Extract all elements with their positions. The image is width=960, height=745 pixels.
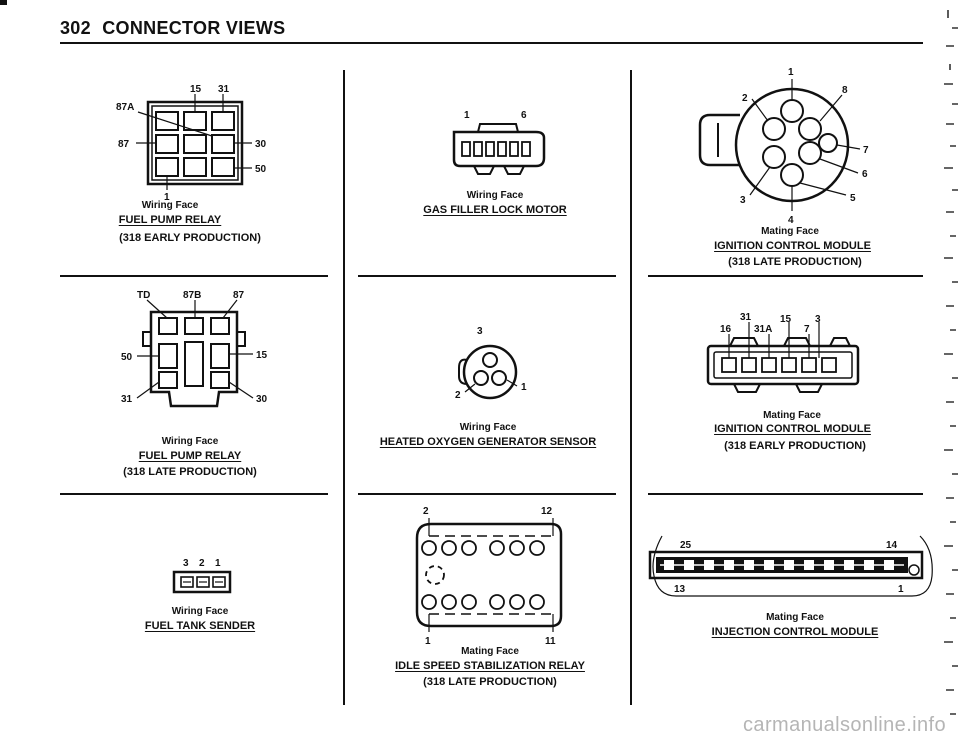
pin-label: 2 <box>455 390 461 401</box>
pin-label: 7 <box>863 145 869 156</box>
panel-production-note: (318 EARLY PRODUCTION) <box>119 232 261 244</box>
injection-control-module-connector: 25 14 13 1 <box>648 535 933 597</box>
pin-label: 1 <box>425 636 431 647</box>
pin-label: 30 <box>255 139 267 150</box>
heated-oxygen-generator-sensor-connector: 3 2 1 <box>455 326 527 401</box>
panel-production-note: (318 LATE PRODUCTION) <box>123 466 257 478</box>
pin-label: 15 <box>190 84 202 95</box>
pin-label: 3 <box>815 314 821 325</box>
ignition-control-module-late-connector: 1 2 8 7 6 5 3 4 <box>698 67 869 226</box>
pin-label: TD <box>137 290 150 301</box>
pin-label: 7 <box>804 324 810 335</box>
panel-production-note: (318 LATE PRODUCTION) <box>423 676 557 688</box>
pin-label: 2 <box>199 558 205 569</box>
pin-label: 16 <box>720 324 732 335</box>
header-rule <box>60 42 923 44</box>
pin-label: 1 <box>464 110 470 121</box>
panel-face-label: Mating Face <box>461 646 519 657</box>
page-header: 302 CONNECTOR VIEWS <box>60 18 285 39</box>
panel-face-label: Mating Face <box>766 612 824 623</box>
panel-face-label: Wiring Face <box>466 190 524 201</box>
pin-label: 14 <box>886 540 898 551</box>
pin-label: 15 <box>780 314 792 325</box>
ignition-control-module-early-connector: 31 15 3 16 31A 7 <box>706 312 860 393</box>
row-divider-1-col-2 <box>358 275 616 277</box>
pin-label: 30 <box>256 394 268 405</box>
panel-component-name: INJECTION CONTROL MODULE <box>711 626 879 638</box>
pin-label: 25 <box>680 540 692 551</box>
panel-component-name: IDLE SPEED STABILIZATION RELAY <box>395 660 585 672</box>
pin-label: 1 <box>215 558 221 569</box>
fuel-pump-relay-early-connector: 15 31 87A 87 30 50 1 <box>116 84 267 203</box>
row-divider-2-col-2 <box>358 493 616 495</box>
panel-face-label: Wiring Face <box>459 422 517 433</box>
corner-mark <box>0 0 7 5</box>
panel-component-name: HEATED OXYGEN GENERATOR SENSOR <box>379 436 597 448</box>
pin-label: 5 <box>850 193 856 204</box>
row-divider-2-col-1 <box>60 493 328 495</box>
column-divider-right <box>630 70 632 705</box>
pin-label: 87B <box>183 290 201 301</box>
panel-production-note: (318 LATE PRODUCTION) <box>728 256 862 268</box>
idle-speed-stabilization-relay-connector: 2 12 1 11 <box>415 506 563 647</box>
page-number: 302 <box>60 18 91 38</box>
pin-label: 1 <box>788 67 794 78</box>
pin-label: 6 <box>862 169 868 180</box>
pin-label: 1 <box>521 382 527 393</box>
pin-label: 87 <box>233 290 245 301</box>
pin-label: 31 <box>740 312 752 323</box>
pin-label: 87A <box>116 102 134 113</box>
panel-face-label: Wiring Face <box>171 606 229 617</box>
pin-label: 13 <box>674 584 686 595</box>
panel-component-name: FUEL TANK SENDER <box>144 620 256 632</box>
page-title: CONNECTOR VIEWS <box>102 18 286 38</box>
panel-face-label: Wiring Face <box>141 200 199 211</box>
gas-filler-lock-motor-connector: 1 6 <box>452 110 546 175</box>
panel-component-name: FUEL PUMP RELAY <box>118 214 222 226</box>
pin-label: 1 <box>898 584 904 595</box>
pin-label: 31 <box>121 394 133 405</box>
panel-component-name: IGNITION CONTROL MODULE <box>714 423 871 435</box>
pin-label: 87 <box>118 139 130 150</box>
pin-label: 3 <box>740 195 746 206</box>
panel-component-name: GAS FILLER LOCK MOTOR <box>423 204 567 216</box>
panel-production-note: (318 EARLY PRODUCTION) <box>724 440 866 452</box>
pin-label: 1 <box>164 192 170 203</box>
pin-label: 15 <box>256 350 268 361</box>
pin-label: 31 <box>218 84 230 95</box>
panel-face-label: Wiring Face <box>161 436 219 447</box>
panel-component-name: IGNITION CONTROL MODULE <box>714 240 871 252</box>
row-divider-1-col-1 <box>60 275 328 277</box>
pin-label: 50 <box>255 164 267 175</box>
panel-component-name: FUEL PUMP RELAY <box>138 450 242 462</box>
pin-label: 12 <box>541 506 553 517</box>
fuel-pump-relay-late-connector: TD 87B 87 50 15 31 30 <box>121 290 268 408</box>
fuel-tank-sender-connector: 3 2 1 <box>172 558 232 594</box>
panel-face-label: Mating Face <box>763 410 821 421</box>
pin-label: 3 <box>477 326 483 337</box>
pin-label: 11 <box>545 636 556 647</box>
row-divider-1-col-3 <box>648 275 923 277</box>
column-divider-left <box>343 70 345 705</box>
row-divider-2-col-3 <box>648 493 923 495</box>
page-edge-marks <box>944 10 958 715</box>
pin-label: 6 <box>521 110 527 121</box>
panel-face-label: Mating Face <box>761 226 819 237</box>
pin-label: 4 <box>788 215 794 226</box>
pin-label: 50 <box>121 352 133 363</box>
pin-label: 2 <box>742 93 748 104</box>
watermark: carmanualsonline.info <box>743 714 946 736</box>
pin-label: 3 <box>183 558 189 569</box>
pin-label: 31A <box>754 324 772 335</box>
pin-label: 2 <box>423 506 429 517</box>
pin-label: 8 <box>842 85 848 96</box>
